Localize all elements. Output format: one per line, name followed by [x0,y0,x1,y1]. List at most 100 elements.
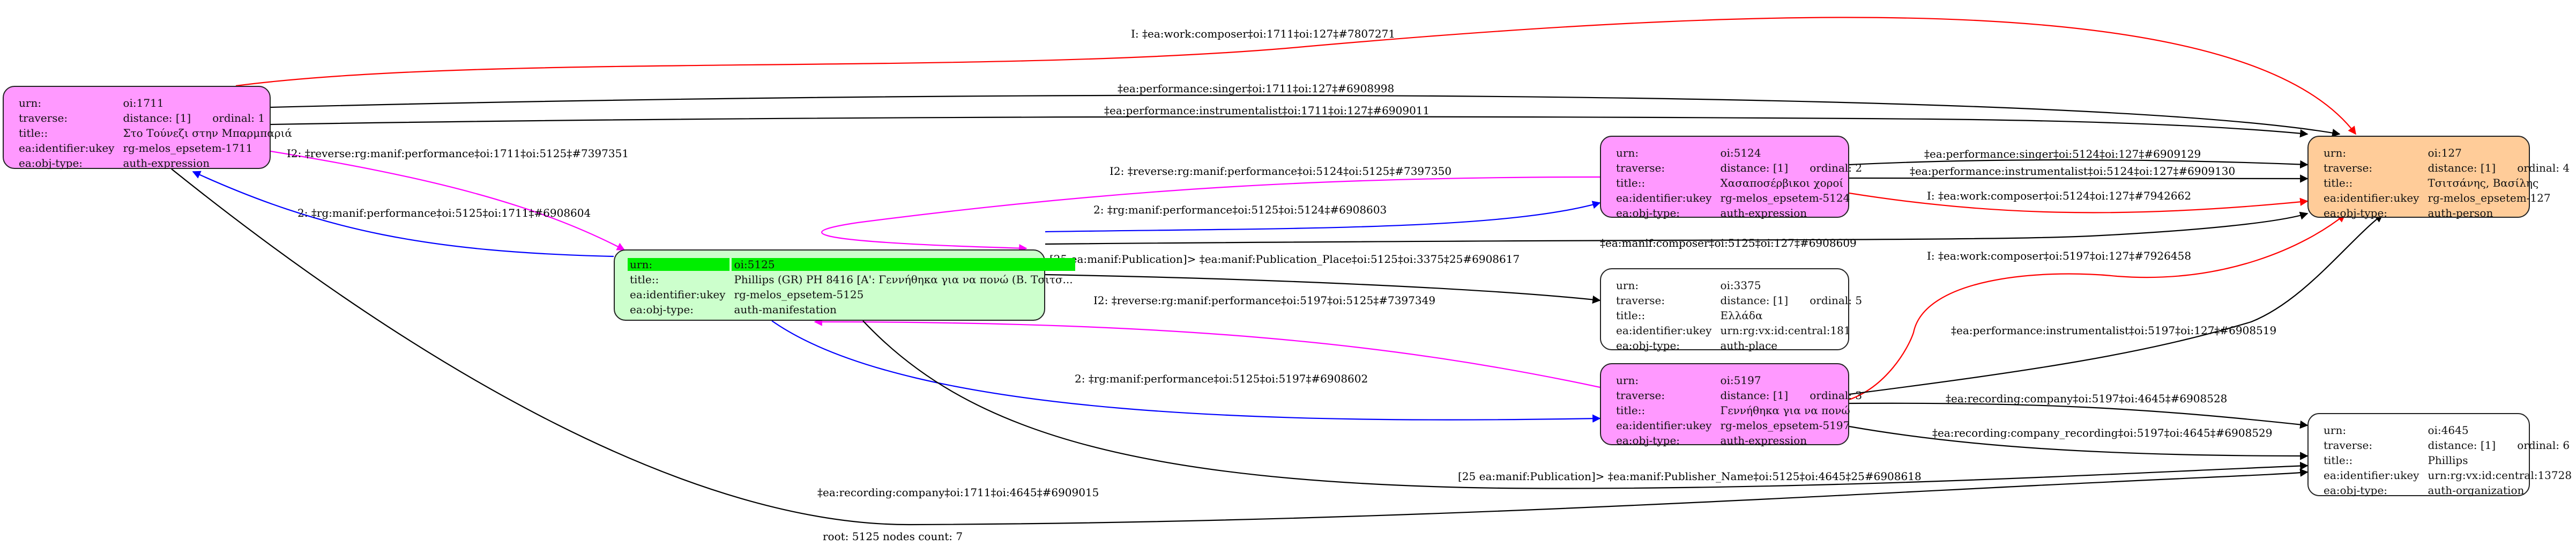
edge-publisher-name-5125-4645[interactable] [862,320,2309,489]
edge-label: ‡ea:recording:company‡oi:1711‡oi:4645‡#6… [817,486,1099,499]
edge-company-recording-5197-4645[interactable] [1849,425,2309,460]
edge-label: ‡ea:performance:singer‡oi:1711‡oi:127‡#6… [1118,82,1394,95]
objtype-label: ea:obj-type: [2324,207,2388,219]
title-value: Στο Τούνεζι στην Μπαρμπαριά [123,127,293,139]
distance-value: distance: [1] [1720,294,1789,307]
edge-reverse-5124-5125[interactable] [821,176,1600,253]
edge-label: 2: ‡rg:manif:performance‡oi:5125‡oi:5124… [1093,203,1387,216]
edge-label: ‡ea:recording:company‡oi:5197‡oi:4645‡#6… [1946,392,2227,405]
ordinal-value: ordinal: 5 [1810,294,1863,307]
node-oi-5125-root[interactable]: urn:oi:5125 title::Phillips (GR) PH 8416… [614,249,1075,321]
edge-label: 2: ‡rg:manif:performance‡oi:5125‡oi:5197… [1075,372,1368,385]
objtype-value: auth-person [2428,207,2493,219]
title-value: Τσιτσάνης, Βασίλης [2428,176,2539,189]
ordinal-value: ordinal: 2 [1810,161,1863,174]
node-oi-5197[interactable]: urn:oi:5197 traverse:distance: [1]ordina… [1600,363,1862,447]
edge-manif-composer-5125-127[interactable] [1045,211,2309,245]
objtype-value: auth-expression [123,157,210,170]
objtype-label: ea:obj-type: [1616,339,1680,352]
distance-value: distance: [1] [2428,161,2496,174]
objtype-label: ea:obj-type: [2324,484,2388,497]
traverse-label: traverse: [2324,161,2373,174]
objtype-value: auth-place [1720,339,1778,352]
ukey-label: ea:identifier:ukey [19,142,115,154]
title-label: title:: [1616,404,1646,417]
distance-value: distance: [1] [1720,161,1789,174]
title-value: Phillips (GR) PH 8416 [Α': Γεννήθηκα για… [734,273,1073,286]
distance-value: distance: [1] [2428,439,2496,452]
ukey-value: rg-melos_epsetem-5197 [1720,419,1850,432]
edge-label: ‡ea:performance:singer‡oi:5124‡oi:127‡#6… [1924,148,2201,160]
distance-value: distance: [1] [1720,389,1789,402]
ukey-label: ea:identifier:ukey [1616,324,1712,337]
edge-label: I2: ‡reverse:rg:manif:performance‡oi:171… [287,147,629,160]
edge-instrumentalist-1711-127[interactable] [270,116,2309,138]
node-oi-5124[interactable]: urn: oi:5124 traverse: distance: [1] ordina… [1600,136,1862,219]
urn-value: oi:5124 [1720,146,1761,159]
urn-value: oi:5197 [1720,374,1761,387]
urn-label: urn: [1616,146,1639,159]
edge-label: I2: ‡reverse:rg:manif:performance‡oi:512… [1110,165,1451,178]
edge-performance-5125-5124[interactable] [1045,201,1601,233]
traverse-label: traverse: [19,112,68,124]
objtype-value: auth-expression [1720,434,1807,447]
edge-composer-5124-127[interactable] [1849,192,2309,213]
edge-performance-5125-1711[interactable] [192,171,614,257]
edge-composer-1711-127[interactable] [235,17,2356,135]
ordinal-value: ordinal: 4 [2517,161,2570,174]
graph-footer: root: 5125 nodes count: 7 [823,530,963,543]
ukey-value: urn:rg:vx:id:central:181 [1720,324,1851,337]
edge-label: ‡ea:manif:composer‡oi:5125‡oi:127‡#69086… [1600,237,1857,249]
title-value: Χασαποσέρβικοι χοροί [1720,176,1844,189]
edge-label: I2: ‡reverse:rg:manif:performance‡oi:519… [1093,294,1435,307]
ukey-value: rg-melos_epsetem-5124 [1720,192,1850,204]
urn-label: urn: [1616,374,1639,387]
edge-instrumentalist-5124-127[interactable] [1849,174,2309,183]
urn-label: urn: [628,258,730,271]
edge-label: [25 ea:manif:Publication]> ‡ea:manif:Pub… [1049,253,1520,266]
title-label: title:: [1616,176,1646,189]
objtype-value: auth-organization [2428,484,2525,497]
node-oi-3375[interactable]: urn: oi:3375 traverse: distance: [1] ordina… [1600,268,1862,352]
traverse-label: traverse: [1616,294,1665,307]
traverse-label: traverse: [2324,439,2373,452]
urn-value: oi:127 [2428,146,2462,159]
urn-label: urn: [1616,279,1639,292]
title-label: title:: [2324,176,2353,189]
ukey-label: ea:identifier:ukey [630,288,726,301]
ordinal-value: ordinal: 6 [2517,439,2570,452]
urn-label: urn: [19,97,42,109]
edge-instrumentalist-5197-127[interactable] [1849,214,2384,395]
ukey-value: rg-melos_epsetem-5125 [734,288,864,301]
edge-performance-5125-5197[interactable] [771,320,1601,423]
traverse-label: traverse: [1616,161,1665,174]
objtype-value: auth-expression [1720,207,1807,219]
urn-value: oi:3375 [1720,279,1761,292]
distance-value: distance: [1] [123,112,191,124]
edge-singer-5124-127[interactable] [1849,159,2309,169]
objtype-label: ea:obj-type: [1616,434,1680,447]
node-oi-127[interactable]: urn:oi:127 traverse:distance: [1]ordinal… [2307,136,2570,219]
urn-value: oi:4645 [2428,424,2469,437]
node-oi-4645[interactable]: urn:oi:4645 traverse:distance: [1]ordina… [2307,413,2572,497]
node-oi-1711[interactable]: urn:oi:1711 traverse:distance: [1]ordina… [3,86,292,170]
title-label: title:: [630,273,659,286]
edge-label: 2: ‡rg:manif:performance‡oi:5125‡oi:1711… [297,207,591,219]
objtype-value: auth-manifestation [734,303,837,316]
ukey-value: rg-melos_epsetem-1711 [123,142,253,154]
edge-publication-place-5125-3375[interactable] [1045,274,1601,304]
edge-recording-company-1711-4645[interactable] [171,168,2309,526]
edge-label: I: ‡ea:work:composer‡oi:5197‡oi:127‡#792… [1927,249,2191,262]
edge-recording-company-5197-4645[interactable] [1849,402,2309,429]
ukey-value: rg-melos_epsetem-127 [2428,192,2551,204]
title-value: Γεννήθηκα για να πονώ [1720,404,1850,417]
edge-reverse-5197-5125[interactable] [814,318,1600,388]
edge-singer-1711-127[interactable] [270,94,2341,137]
objtype-label: ea:obj-type: [19,157,83,170]
edge-label: ‡ea:performance:instrumentalist‡oi:1711‡… [1104,104,1430,117]
title-value: Ελλάδα [1720,309,1763,322]
edge-composer-5197-127[interactable] [1849,214,2346,401]
edge-label: I: ‡ea:work:composer‡oi:1711‡oi:127‡#780… [1131,27,1395,40]
edge-reverse-1711-5125[interactable] [270,150,626,251]
